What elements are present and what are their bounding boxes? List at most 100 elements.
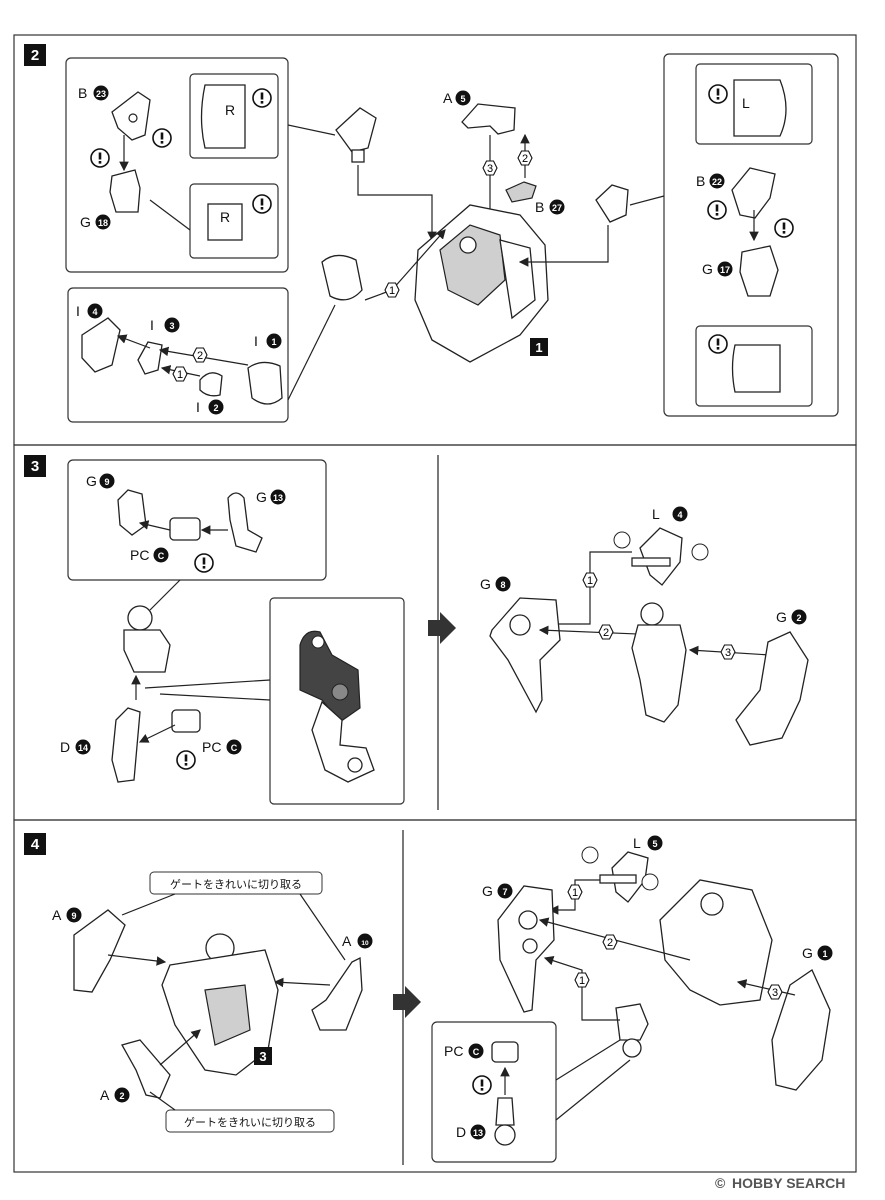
caution-icon [707,200,727,220]
caution-icon [176,750,196,770]
num-d14: 14 [78,743,88,753]
caution-icon [90,148,110,168]
order4-3: 3 [772,987,778,999]
num-g2: 2 [796,613,801,623]
part-i3 [137,341,163,375]
num-d13: 13 [473,1128,483,1138]
step2-number: 2 [31,47,39,64]
zoom-box-g18 [189,183,279,259]
part-b22-assembled [595,184,629,223]
zoom-box-elbow [269,597,405,805]
label-pc1: PC [130,547,149,563]
arm-assembly-3b [631,624,687,723]
label-g8: G [480,576,491,592]
order3-2: 2 [603,627,609,639]
order3-1: 1 [587,575,593,587]
subassembly-badge-3 [254,1047,272,1065]
step3-number: 3 [31,458,39,475]
num-a5: 5 [460,94,465,104]
part-d13 [495,1097,515,1126]
order-2: 2 [522,153,528,165]
step2-badge [24,44,46,66]
step4-detail-pc-d13 [431,1021,557,1163]
part-d14 [111,707,141,783]
label-i4: I [76,303,80,319]
part-shoulder [321,254,363,301]
num-a2: 2 [119,1091,124,1101]
caution-icon [472,1075,492,1095]
zoom-box-b23 [189,73,279,159]
part-pc-c-2 [171,709,201,733]
order-1: 1 [389,285,395,297]
num-g7: 7 [502,887,507,897]
part-a2 [121,1039,171,1099]
order4-1a: 1 [572,887,578,899]
label-g13: G [256,489,267,505]
order4-2: 2 [607,937,613,949]
num-b22: 22 [712,177,722,187]
watermark-brand: HOBBY SEARCH [732,1175,845,1191]
num-g17: 17 [720,265,730,275]
part-b22 [731,167,776,219]
next-arrow-4 [393,986,421,1018]
part-g2 [735,631,809,746]
label-g9: G [86,473,97,489]
label-g2: G [776,609,787,625]
part-b27 [505,181,537,203]
label-a9: A [52,907,62,923]
label-g7: G [482,883,493,899]
num-i2: 2 [213,403,218,413]
num-pc1: C [158,551,165,561]
label-i1: I [254,333,258,349]
label-a2: A [100,1087,110,1103]
label-pc2: PC [202,739,221,755]
num-g8: 8 [500,580,505,590]
caution-icon [194,553,214,573]
part-a5 [461,103,516,135]
part-i2 [199,372,223,397]
gate-note-bottom-box [165,1109,335,1133]
part-b23 [111,91,151,141]
part-elbow-joint [615,1003,649,1041]
caution-icon [152,128,172,148]
zoom-box-g17 [695,325,813,407]
num-b23: 23 [96,89,106,99]
next-arrow [428,612,456,644]
label-i2: I [196,399,200,415]
label-pc: PC [444,1043,463,1059]
caution-icon [774,218,794,238]
torso-assembly-4b [659,879,773,1006]
step4-frame [13,819,857,1173]
label-i3: I [150,317,154,333]
step2-detail-b22 [663,53,839,417]
label-a5: A [443,90,453,106]
num-g18: 18 [98,218,108,228]
num-i1: 1 [271,337,276,347]
watermark-copyright: © [715,1175,726,1191]
num-pc: C [473,1047,480,1057]
part-pc-c-4 [491,1041,519,1063]
num-i3: 3 [169,321,174,331]
label-d14: D [60,739,70,755]
order3-3: 3 [725,647,731,659]
mark-l-1: L [742,95,750,111]
part-i4 [81,317,121,373]
label-g17: G [702,261,713,277]
part-a10 [311,956,363,1031]
caution-icon [252,194,272,214]
num-a10: 10 [361,940,369,947]
part-g1 [771,969,831,1091]
step3-badge [24,455,46,477]
caution-icon [252,88,272,108]
order4-1b: 1 [579,975,585,987]
num-g1: 1 [822,949,827,959]
zoom-box-b22 [695,63,813,145]
order-3: 3 [487,163,493,175]
num-b27: 27 [552,203,562,213]
order-1b: 1 [177,369,183,381]
part-l4 [639,527,683,586]
step4-badge [24,833,46,855]
num-l5: 5 [652,839,657,849]
mark-r-1: R [225,102,235,118]
